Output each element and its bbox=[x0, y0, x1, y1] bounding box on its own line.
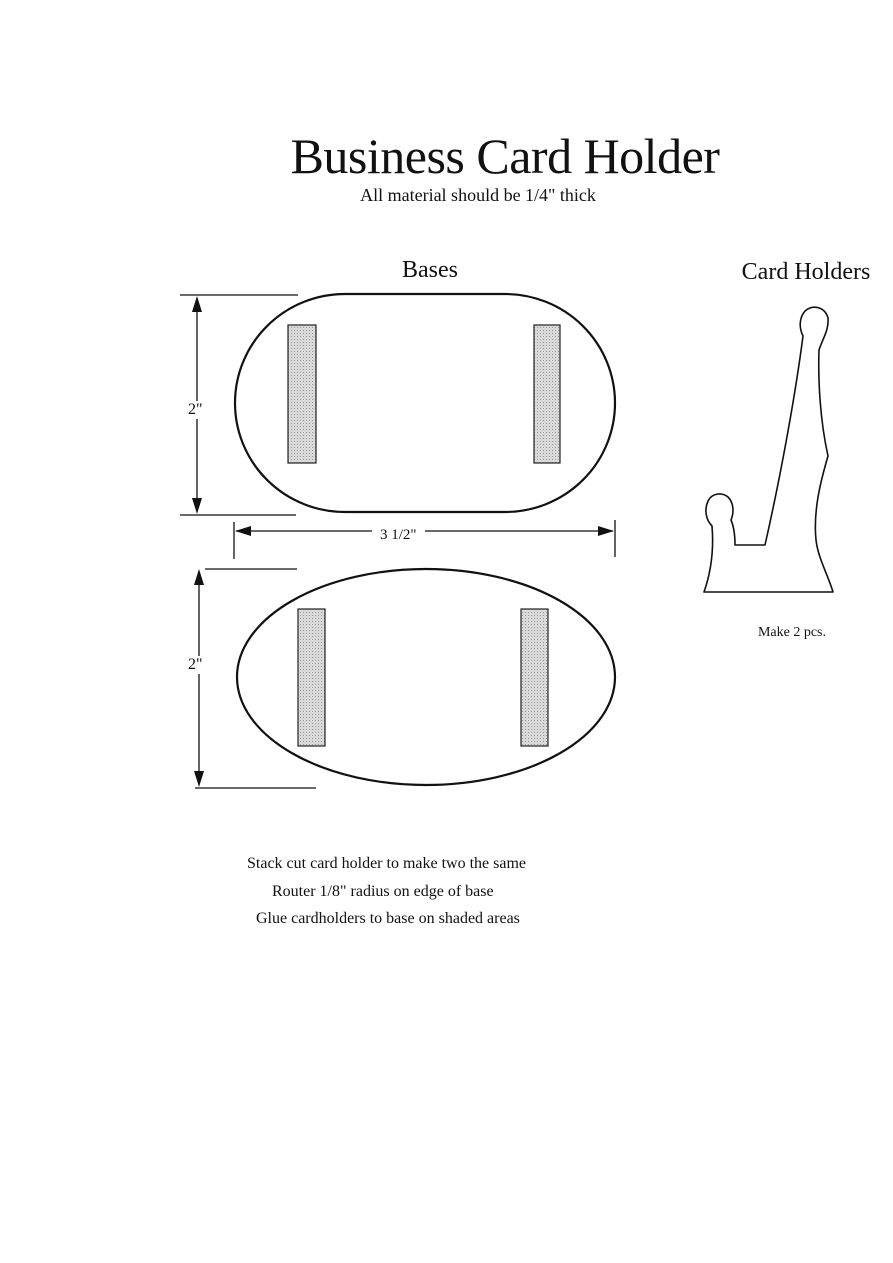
width-dimension-label: 3 1/2" bbox=[372, 526, 425, 544]
oval-base-glue-area-right bbox=[520, 608, 549, 747]
page-subtitle: All material should be 1/4" thick bbox=[360, 185, 596, 205]
rounded-base-glue-area-right bbox=[533, 324, 561, 464]
card-holders-heading: Card Holders bbox=[741, 259, 871, 285]
instruction-line: Glue cardholders to base on shaded areas bbox=[256, 910, 520, 927]
height-dimension-line-2 bbox=[194, 568, 316, 789]
bases-heading: Bases bbox=[402, 257, 458, 283]
height-dimension-label-2: 2" bbox=[188, 656, 203, 674]
quantity-note: Make 2 pcs. bbox=[757, 625, 827, 640]
page-title: Business Card Holder bbox=[290, 128, 720, 184]
oval-base-outline bbox=[235, 567, 617, 787]
instruction-line: Stack cut card holder to make two the sa… bbox=[247, 855, 527, 872]
instruction-line: Router 1/8" radius on edge of base bbox=[272, 883, 494, 900]
oval-base-glue-area-left bbox=[297, 608, 326, 747]
height-dimension-label-1: 2" bbox=[188, 401, 203, 419]
height-dimension-line-1 bbox=[180, 294, 298, 516]
rounded-base-outline bbox=[233, 292, 617, 514]
card-holder-profile bbox=[703, 306, 834, 593]
rounded-base-glue-area-left bbox=[287, 324, 317, 464]
